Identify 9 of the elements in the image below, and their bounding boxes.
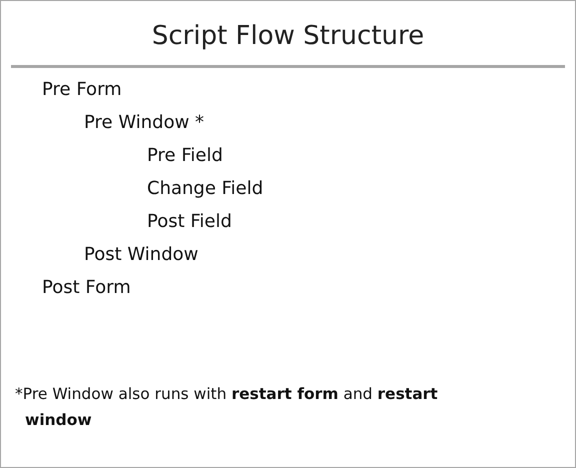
list-item: Pre Field (147, 144, 223, 168)
list-item: Pre Form (42, 78, 122, 102)
list-item: Change Field (147, 177, 264, 201)
list-item: Post Field (147, 210, 232, 234)
list-item: Post Form (42, 276, 131, 300)
list-item: Pre Window * (84, 111, 204, 135)
list-item: Post Window (84, 243, 198, 267)
footnote: *Pre Window also runs with restart form and restart window (15, 384, 439, 431)
slide-title: Script Flow Structure (150, 20, 426, 53)
